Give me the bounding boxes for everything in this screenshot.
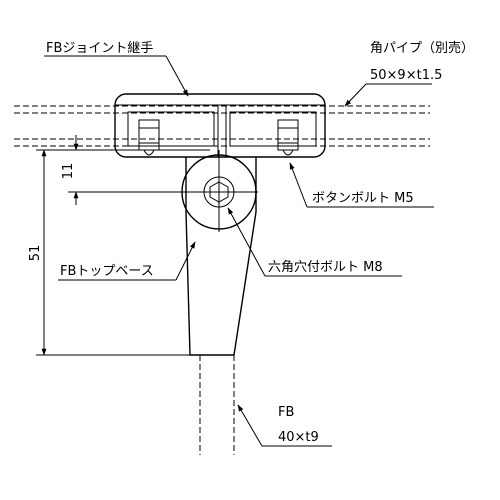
fb-flat-bar [199,355,235,455]
leader-square-pipe: 角パイプ（別売） 50×9×t1.5 [344,40,474,107]
label-fb-name: FB [278,405,294,420]
label-hex-bolt: 六角穴付ボルト M8 [268,260,383,275]
leader-hex-bolt: 六角穴付ボルト M8 [227,207,402,277]
label-button-bolt: ボタンボルト M5 [312,191,414,206]
label-fb-joint: FBジョイント継手 [46,41,153,56]
fb-top-base [180,150,258,356]
leader-fb: FB 40×t9 [237,404,332,447]
fb-joint-body [114,93,326,158]
button-bolt-right [277,119,299,158]
dimension-51: 51 [28,149,190,356]
leader-fb-joint: FBジョイント継手 [44,41,189,97]
leader-button-bolt: ボタンボルト M5 [289,162,434,208]
label-fb-size: 40×t9 [278,430,319,445]
dimension-11-text: 11 [61,163,76,180]
leader-fb-top-base: FBトップベース [58,241,196,281]
label-pipe-size: 50×9×t1.5 [370,68,442,83]
label-fb-top-base: FBトップベース [60,264,154,279]
square-pipe [14,105,430,147]
dimension-51-text: 51 [28,245,43,262]
label-pipe-name: 角パイプ（別売） [370,40,474,56]
